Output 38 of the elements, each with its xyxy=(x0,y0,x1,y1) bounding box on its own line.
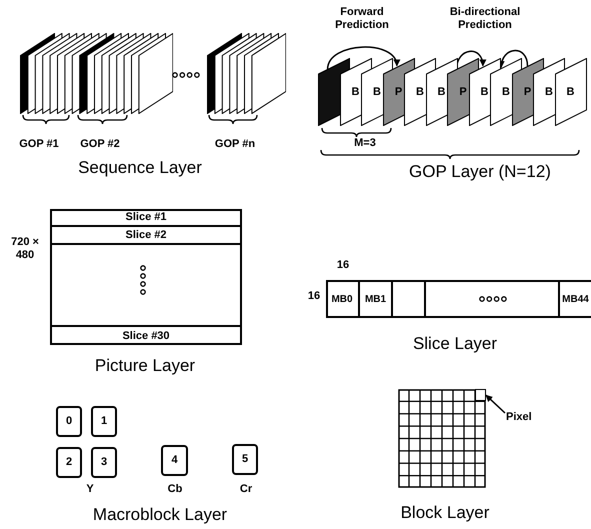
block-box: 1 xyxy=(91,406,117,437)
slice-row: Slice #1 xyxy=(50,209,242,227)
slice-row: Slice #30 xyxy=(50,325,242,345)
spacing-label: M=3 xyxy=(353,137,377,150)
block-box: 0 xyxy=(56,406,82,437)
component-label: Cb xyxy=(166,483,184,496)
layer-title: Block Layer xyxy=(400,503,490,523)
block-box: 3 xyxy=(91,447,117,478)
prediction-label: Forward Prediction xyxy=(334,6,390,32)
pixel-cell xyxy=(475,389,486,402)
group-label: GOP #1 xyxy=(18,138,60,151)
macroblock-cell: MB0 xyxy=(326,280,360,318)
component-label: Cr xyxy=(238,483,254,496)
layer-title: Sequence Layer xyxy=(77,158,203,178)
slice-strip xyxy=(326,280,591,318)
dimension-label: 16 xyxy=(336,259,350,272)
prediction-label: Bi-directional Prediction xyxy=(448,6,522,32)
dimension-label: 16 xyxy=(306,290,322,303)
picture-frame xyxy=(50,209,242,345)
pixel-label: Pixel xyxy=(506,409,540,425)
block-box: 2 xyxy=(56,447,82,478)
bidirectional-frame: B xyxy=(554,58,586,126)
layer-title: Picture Layer xyxy=(94,356,196,376)
slice-row: Slice #2 xyxy=(50,227,242,245)
component-label: Y xyxy=(85,483,95,496)
layer-title: Slice Layer xyxy=(412,334,498,354)
arrow xyxy=(326,46,399,70)
block-box: 4 xyxy=(161,445,188,476)
group-label: GOP #2 xyxy=(79,138,121,151)
macroblock-cell: MB1 xyxy=(360,280,393,318)
group-label: GOP #n xyxy=(214,138,256,151)
layer-title: GOP Layer (N=12) xyxy=(408,162,552,182)
resolution-label: 720 × 480 xyxy=(10,236,40,262)
pixel-block-grid xyxy=(398,389,486,488)
arrow xyxy=(485,394,506,414)
macroblock-cell: MB44 xyxy=(560,280,591,318)
block-box: 5 xyxy=(232,444,258,475)
layer-title: Macroblock Layer xyxy=(92,505,228,525)
